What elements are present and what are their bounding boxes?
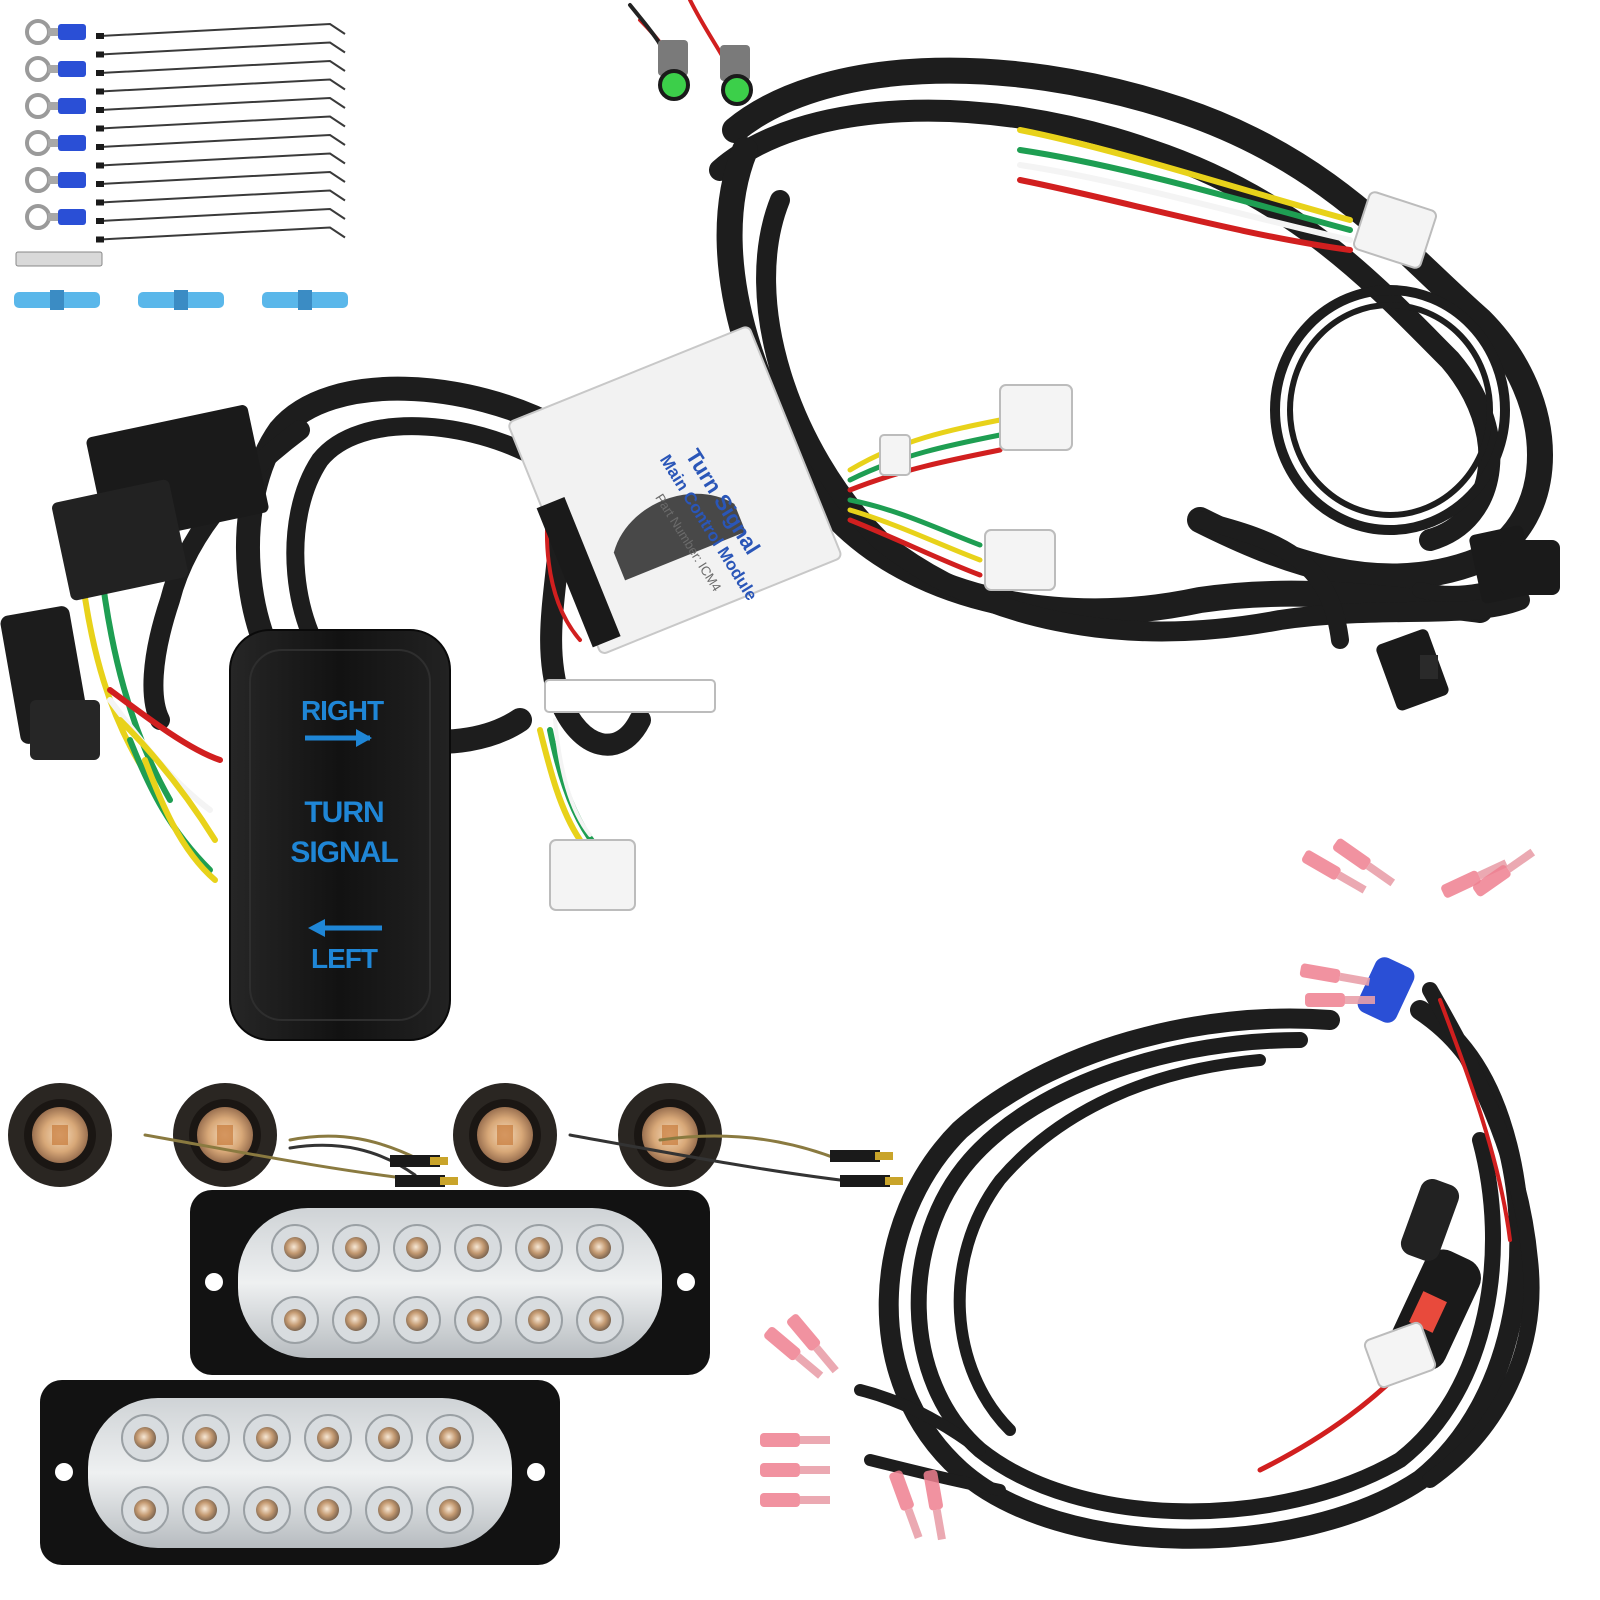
spade-connector — [889, 1470, 923, 1539]
ring-terminals — [25, 19, 86, 230]
switch-left-label: LEFT — [311, 943, 378, 974]
zip-tie — [99, 41, 346, 56]
spade-connector — [764, 1326, 824, 1379]
zip-ties — [96, 22, 346, 243]
left-arrow-icon — [308, 919, 382, 937]
colored-wires-top — [77, 0, 1353, 883]
mounting-hole — [677, 1273, 695, 1291]
spade-connectors — [760, 838, 1536, 1541]
zip-tie — [99, 59, 346, 74]
zip-tie — [99, 170, 346, 185]
strobe-bar-top — [190, 1190, 710, 1375]
small-parts-kit — [14, 19, 348, 310]
spade-connector — [1472, 848, 1536, 897]
spade-connector — [786, 1314, 839, 1374]
marker-light-pigtails — [143, 1133, 903, 1187]
power-harness — [854, 982, 1540, 1549]
butt-connectors — [14, 290, 348, 310]
ring-terminal — [25, 93, 86, 119]
relay-block — [0, 405, 269, 760]
ring-terminal — [25, 19, 86, 45]
zip-tie — [99, 22, 346, 37]
control-module — [508, 326, 842, 654]
strobe-bar-bottom — [40, 1380, 560, 1565]
zip-tie — [99, 152, 346, 167]
switch-right-label: RIGHT — [301, 695, 384, 726]
ring-terminal — [25, 204, 86, 230]
ring-terminal — [25, 130, 86, 156]
ring-terminal — [25, 167, 86, 193]
mounting-hole — [55, 1463, 73, 1481]
marker-light — [618, 1083, 722, 1187]
spade-connector — [923, 1469, 946, 1541]
rocker-switch: RIGHT TURN SIGNAL LEFT — [229, 629, 451, 1041]
marker-light — [453, 1083, 557, 1187]
marker-light — [173, 1083, 277, 1187]
zip-tie — [99, 96, 346, 111]
marker-lights — [8, 1083, 722, 1187]
fuse-holder — [1357, 957, 1481, 1389]
mounting-hole — [527, 1463, 545, 1481]
spade-connector — [760, 1433, 830, 1447]
ring-terminal — [25, 56, 86, 82]
fuse-holder-tag — [15, 251, 103, 267]
zip-tie — [99, 115, 346, 130]
spade-connector — [1332, 838, 1396, 887]
marker-light — [8, 1083, 112, 1187]
mounting-hole — [205, 1273, 223, 1291]
right-arrow-icon — [305, 729, 372, 747]
zip-tie — [99, 133, 346, 148]
black-connectors — [1376, 525, 1560, 711]
harness-connectors — [544, 191, 1437, 911]
zip-tie — [99, 189, 346, 204]
zip-tie — [99, 207, 346, 222]
switch-turn-label: TURN — [304, 796, 383, 829]
spade-connector — [1305, 993, 1375, 1007]
zip-tie — [99, 78, 346, 93]
switch-signal-label: SIGNAL — [290, 836, 398, 869]
spade-connector — [760, 1463, 830, 1477]
spade-connector — [1441, 859, 1508, 898]
spade-connector — [760, 1493, 830, 1507]
spade-connector — [1299, 963, 1371, 986]
indicator-lights — [658, 40, 753, 106]
spade-connector — [1301, 850, 1367, 894]
zip-tie — [99, 226, 346, 241]
